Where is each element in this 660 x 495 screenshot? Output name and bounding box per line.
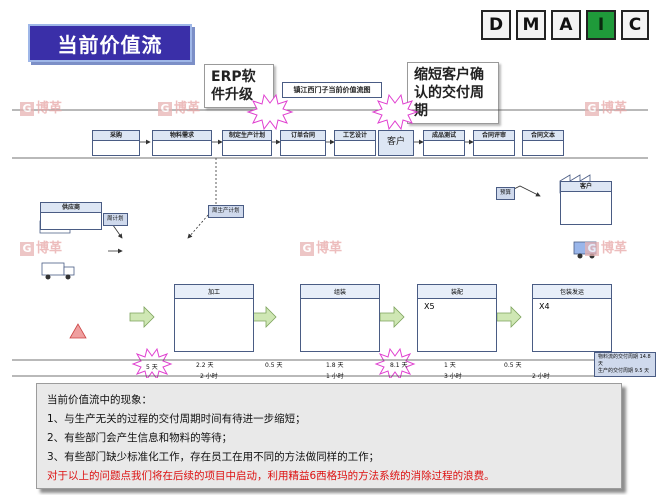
page-title: 当前价值流 (28, 24, 192, 62)
timeline-day: 2.2 天 (196, 362, 214, 369)
watermark-logo-icon: G (20, 102, 34, 116)
side-label: 预算 (496, 187, 516, 200)
bottom-process: 组装 (300, 284, 380, 352)
bottom-process-name: 组装 (301, 285, 379, 299)
erp-callout: ERP软件升级 (204, 64, 274, 108)
timeline-day: 8.1 天 (390, 362, 408, 369)
phase-c: C (621, 10, 649, 40)
kaizen-burst (246, 93, 294, 131)
process-box: 合同文本 (522, 130, 564, 156)
customer-data-box: 客户 (560, 181, 612, 225)
phase-m: M (516, 10, 546, 40)
lead-time-box: 物料流的交付周期 14.8 天生产的交付周期 9.5 天 (594, 352, 656, 377)
confirm-callout: 缩短客户确认的交付周期 (407, 62, 499, 124)
bottom-process: 包装发运 X4 (532, 284, 612, 352)
process-box: 物料需求 (152, 130, 212, 156)
process-box: 订单合同 (280, 130, 326, 156)
process-box: 合同评审 (473, 130, 515, 156)
bottom-process-name: 装配 (418, 285, 496, 299)
push-arrow (379, 306, 405, 328)
process-name: 合同评审 (474, 131, 514, 141)
timeline-day: 1 天 (444, 362, 456, 369)
summary-conclusion: 对于以上的问题点我们将在后续的项目中启动，利用精益6西格玛的方法系统的消除过程的… (47, 470, 495, 482)
customer-node: 客户 (378, 130, 414, 156)
processing-total: 生产的交付周期 9.5 天 (598, 368, 650, 374)
process-name: 订单合同 (281, 131, 325, 141)
process-box: 制定生产计划 (222, 130, 272, 156)
timeline-day: 1.8 天 (326, 362, 344, 369)
watermark-logo-icon: G (300, 242, 314, 256)
timeline-hour: 1 小时 (326, 373, 344, 380)
watermark-logo-icon: G (158, 102, 172, 116)
bottom-process-name: 加工 (175, 285, 253, 299)
summary-box: 当前价值流中的现象： 1、与生产无关的过程的交付周期时间有待进一步缩短； 2、有… (36, 383, 622, 489)
phase-i: I (586, 10, 616, 40)
push-arrow (129, 306, 155, 328)
summary-item: 3、有些部门缺少标准化工作，存在员工在用不同的方法做同样的工作； (47, 451, 380, 463)
kaizen-burst (131, 347, 173, 378)
summary-heading: 当前价值流中的现象： (47, 394, 152, 406)
supplier-data-box: 供应商 (40, 202, 102, 230)
customer-name: 客户 (561, 182, 611, 192)
kaizen-burst (374, 347, 416, 378)
lead-time-total: 物料流的交付周期 14.8 天 (598, 354, 651, 367)
bottom-process: 装配 X5 (417, 284, 497, 352)
bottom-process-name: 包装发运 (533, 285, 611, 299)
operator-count: X4 (539, 302, 550, 311)
summary-item: 1、与生产无关的过程的交付周期时间有待进一步缩短； (47, 413, 306, 425)
timeline-hour: 2 小时 (532, 373, 550, 380)
process-box: 工艺设计 (334, 130, 376, 156)
process-name: 合同文本 (523, 131, 563, 141)
process-name: 制定生产计划 (223, 131, 271, 141)
watermark-logo-icon: G (20, 242, 34, 256)
timeline-day: 0.5 天 (504, 362, 522, 369)
side-label: 周计划 (103, 213, 128, 226)
summary-item: 2、有些部门会产生信息和物料的等待； (47, 432, 233, 444)
phase-a: A (551, 10, 581, 40)
watermark-logo-icon: G (585, 242, 599, 256)
timeline-hour: 2 小时 (200, 373, 218, 380)
push-arrow (496, 306, 522, 328)
timeline-day: 0.5 天 (265, 362, 283, 369)
supplier-name: 供应商 (41, 203, 101, 213)
side-label: 周生产计划 (208, 205, 244, 218)
watermark-logo-icon: G (585, 102, 599, 116)
timeline-hour: 3 小时 (444, 373, 462, 380)
phase-d: D (481, 10, 511, 40)
process-name: 成品测试 (424, 131, 464, 141)
push-arrow (251, 306, 277, 328)
process-name: 采购 (93, 131, 139, 141)
map-title: 镇江西门子当前价值流图 (282, 82, 382, 98)
timeline-day: 5 天 (146, 364, 158, 371)
process-box: 成品测试 (423, 130, 465, 156)
inventory-triangle-icon (69, 323, 87, 339)
process-name: 工艺设计 (335, 131, 375, 141)
bottom-process: 加工 (174, 284, 254, 352)
operator-count: X5 (424, 302, 435, 311)
process-name: 物料需求 (153, 131, 211, 141)
process-box: 采购 (92, 130, 140, 156)
kaizen-burst (371, 93, 419, 131)
